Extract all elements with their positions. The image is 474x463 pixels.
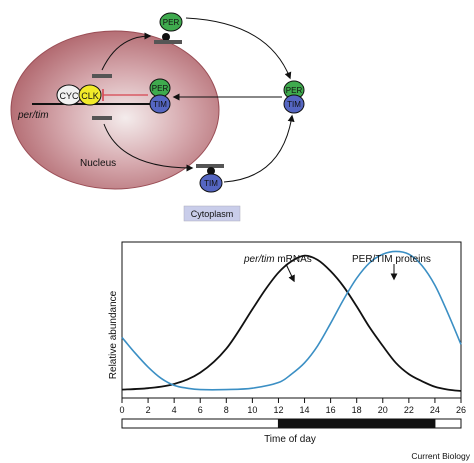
series-label-mrna-italic: per/tim [243,254,275,265]
tim-right [283,94,305,114]
series-label-protein: PER/TIM proteins [352,254,431,265]
per-right-label: PER [286,86,303,95]
per-top [159,12,183,32]
x-tick-label: 24 [430,405,440,415]
tim-nuclear [149,94,171,114]
x-tick-label: 10 [247,405,257,415]
x-tick-label: 20 [378,405,388,415]
cyc-label: CYC [59,91,79,101]
arrow-export-top [101,32,152,71]
per-nuclear-label: PER [152,84,169,93]
protein-curve [121,250,462,391]
cytoplasm-box [183,205,241,222]
tim-nuclear-label: TIM [153,100,167,109]
x-axis-label: Time of day [264,434,316,445]
gene-label: per/tim [17,110,49,121]
tim-bottom [199,173,223,193]
x-tick-label: 2 [146,405,151,415]
light-dark-bar [121,418,462,429]
x-tick-label: 6 [198,405,203,415]
cytoplasm-label: Cytoplasm [191,209,234,219]
light-phase-next [434,418,462,429]
per-top-label: PER [163,18,180,27]
arrow-tim-to-complex [223,114,295,183]
mrna-curve [121,254,462,392]
ribosome-top [162,33,170,41]
arrow-per-to-complex [185,17,292,80]
tim-bottom-label: TIM [204,179,218,188]
x-tick-label: 18 [352,405,362,415]
x-tick-label: 22 [404,405,414,415]
clk-protein [78,84,102,106]
y-axis-label: Relative abundance [108,290,119,379]
light-phase [121,418,279,429]
curves [121,250,462,392]
x-tick-label: 0 [119,405,124,415]
series-label-mrna-arrow [285,263,295,283]
ribosome-bottom [207,167,215,175]
x-tick-label: 16 [326,405,336,415]
tim-right-label: TIM [287,100,301,109]
x-tick-label: 26 [456,405,466,415]
nucleus [10,30,220,190]
credit-text: Current Biology [411,451,470,461]
x-tick-label: 12 [273,405,283,415]
plot-frame [121,241,462,399]
series-label-mrna-rest: mRNAs [275,254,312,265]
arrow-export-bottom [103,123,194,172]
series-label-mrna: per/tim mRNAs [243,254,312,265]
nucleus-label: Nucleus [80,158,116,169]
x-tick-label: 4 [172,405,177,415]
x-tick-label: 14 [300,405,310,415]
x-tick-label: 8 [224,405,229,415]
dark-phase [277,418,436,429]
clk-label: CLK [81,91,99,101]
